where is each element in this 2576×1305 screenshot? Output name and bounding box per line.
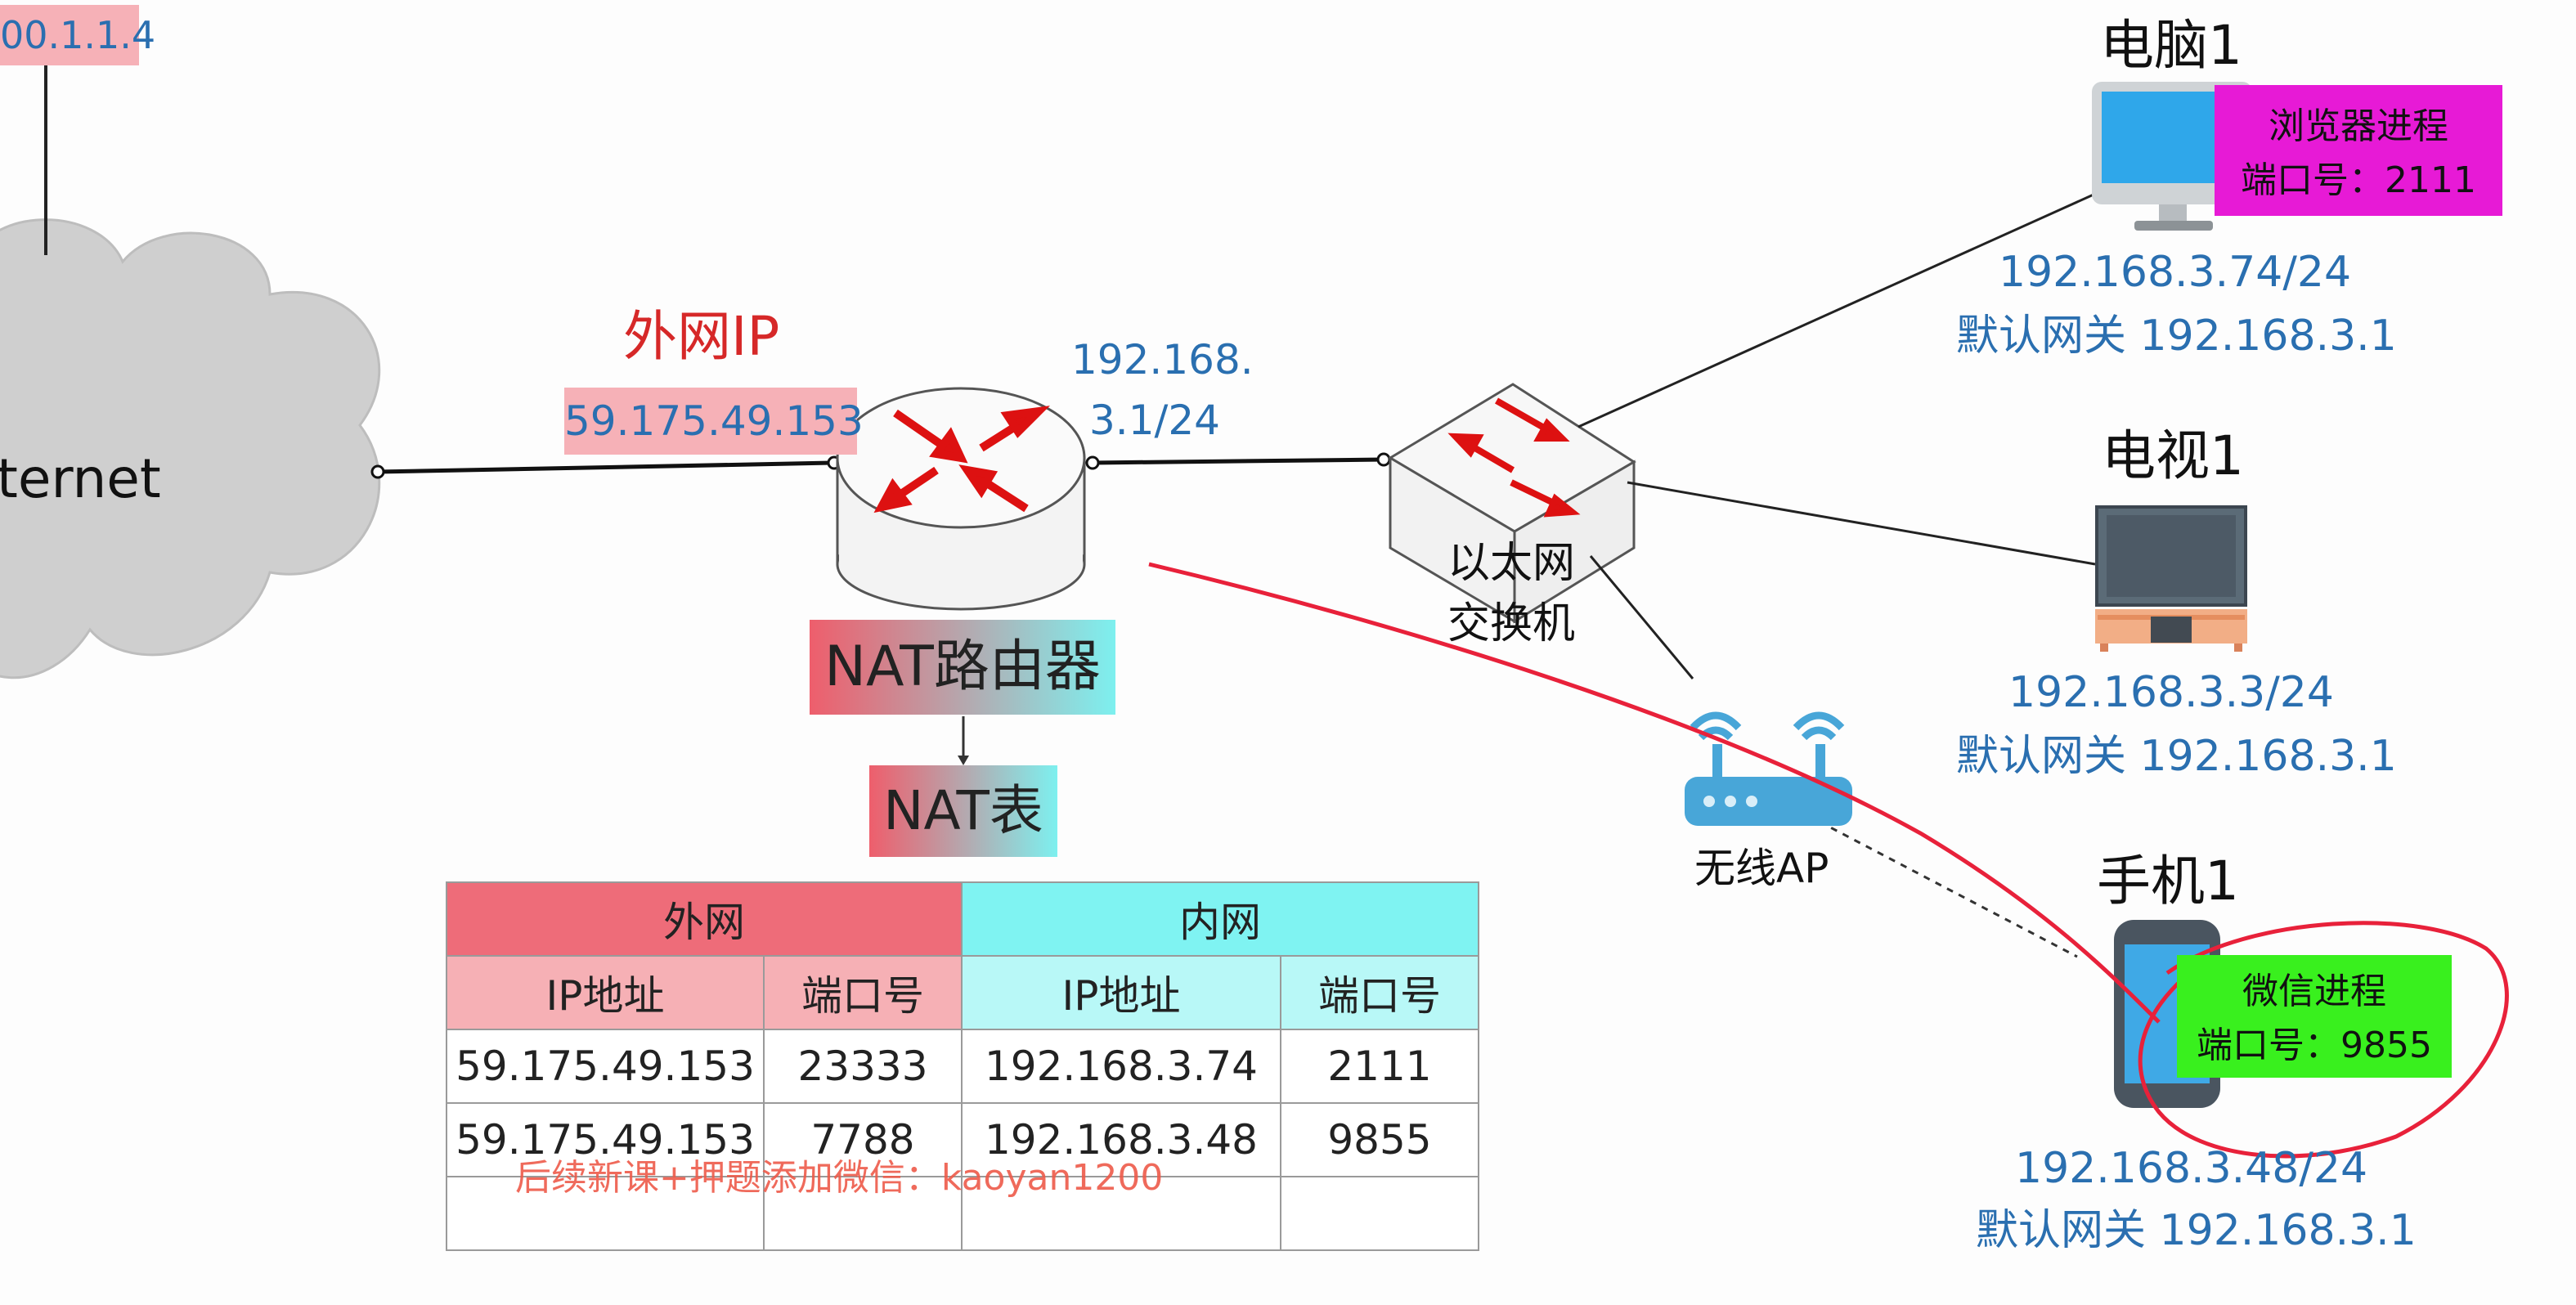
table-cell: 7788: [763, 1102, 963, 1177]
nat-group-external: 外网: [446, 881, 963, 957]
lan-ip-line2: 3.1/24: [1089, 397, 1220, 444]
pc-link: [1577, 193, 2094, 428]
television-icon: [2095, 505, 2247, 652]
phone-name: 手机1: [2097, 850, 2239, 913]
wireless-ap-icon: [1685, 711, 1852, 826]
phone-gateway: 默认网关 192.168.3.1: [1976, 1206, 2417, 1255]
ethernet-switch-icon: [1388, 383, 1636, 624]
table-cell: 192.168.3.74: [961, 1029, 1281, 1104]
table-cell: 23333: [763, 1029, 963, 1104]
annotation-stroke: [1148, 562, 2161, 1024]
table-cell: [446, 1176, 765, 1251]
col-int-ip: IP地址: [961, 955, 1281, 1030]
nat-router-label: NAT路由器: [810, 620, 1115, 715]
wechat-process-box: 微信进程 端口号：9855: [2177, 955, 2452, 1078]
wan-link: [377, 460, 835, 474]
tv-ip: 192.168.3.3/24: [2008, 668, 2334, 717]
phone-ip: 192.168.3.48/24: [2015, 1144, 2368, 1193]
switch-label-line2: 交换机: [1447, 599, 1576, 648]
wechat-process-port: 端口号：9855: [2197, 1025, 2432, 1066]
internet-cloud-icon: [0, 218, 381, 679]
wan-ip-caption: 外网IP: [623, 305, 780, 368]
col-ext-ip: IP地址: [446, 955, 765, 1030]
lan-ip-line1: 192.168.: [1071, 336, 1254, 383]
nat-table-label: NAT表: [869, 765, 1057, 857]
table-cell: 59.175.49.153: [446, 1029, 765, 1104]
internet-label: ternet: [0, 447, 161, 510]
nat-table: 外网 内网 IP地址 端口号 IP地址 端口号 59.175.49.153 23…: [446, 881, 1479, 1251]
tv-gateway: 默认网关 192.168.3.1: [1956, 732, 2397, 781]
browser-process-name: 浏览器进程: [2269, 105, 2448, 147]
table-cell: 9855: [1280, 1102, 1479, 1177]
table-cell: [763, 1176, 963, 1251]
wan-ip-value: 59.175.49.153: [564, 388, 864, 455]
browser-process-port: 端口号：2111: [2241, 159, 2476, 201]
annotation-circle: [2138, 921, 2509, 1159]
switch-label-line1: 以太网: [1447, 539, 1576, 588]
pc-ip: 192.168.3.74/24: [1999, 248, 2352, 297]
table-cell: [1280, 1176, 1479, 1251]
pc-name: 电脑1: [2100, 14, 2242, 77]
tv-name: 电视1: [2102, 424, 2244, 487]
table-row: [446, 1176, 1479, 1251]
tv-link: [1627, 481, 2096, 566]
watermark-text: 后续新课+押题添加微信：kaoyan1200: [515, 1157, 1164, 1199]
table-cell: 59.175.49.153: [446, 1102, 765, 1177]
router-icon: [836, 387, 1086, 611]
nat-group-internal: 内网: [961, 881, 1479, 957]
table-cell: [961, 1176, 1281, 1251]
col-ext-port: 端口号: [763, 955, 963, 1030]
table-row: 59.175.49.153 23333 192.168.3.74 2111: [446, 1029, 1479, 1104]
table-row: 59.175.49.153 7788 192.168.3.48 9855: [446, 1102, 1479, 1177]
col-int-port: 端口号: [1280, 955, 1479, 1030]
browser-process-box: 浏览器进程 端口号：2111: [2215, 85, 2502, 216]
table-cell: 192.168.3.48: [961, 1102, 1281, 1177]
phone-wireless-link: [1819, 820, 2078, 958]
wechat-process-name: 微信进程: [2242, 971, 2386, 1012]
ap-link: [1589, 555, 1694, 679]
lan-link: [1092, 457, 1384, 465]
table-cell: 2111: [1280, 1029, 1479, 1104]
ap-label: 无线AP: [1694, 845, 1829, 892]
pc-gateway: 默认网关 192.168.3.1: [1956, 312, 2397, 361]
partial-ip-label: 00.1.1.4: [0, 5, 155, 65]
